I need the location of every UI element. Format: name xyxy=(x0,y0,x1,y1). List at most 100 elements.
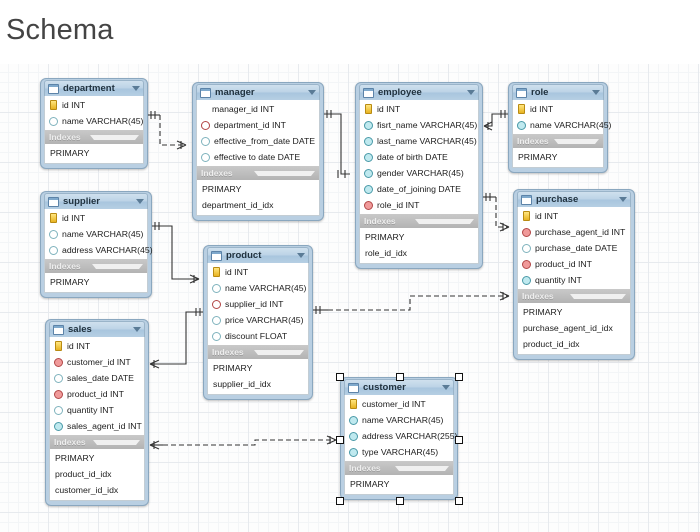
chevron-down-icon[interactable] xyxy=(554,138,599,144)
chevron-down-icon[interactable] xyxy=(136,199,144,204)
table-header-role[interactable]: role xyxy=(512,84,604,100)
indexes-section-header[interactable]: Indexes xyxy=(207,345,309,359)
chevron-down-icon[interactable] xyxy=(254,349,304,355)
column-row[interactable]: last_name VARCHAR(45) xyxy=(360,133,478,149)
selection-handle[interactable] xyxy=(455,497,463,505)
index-row[interactable]: product_id_idx xyxy=(518,336,630,352)
chevron-down-icon[interactable] xyxy=(442,385,450,390)
column-row[interactable]: id INT xyxy=(208,264,308,280)
column-row[interactable]: date_of_joining DATE xyxy=(360,181,478,197)
column-row[interactable]: sales_agent_id INT xyxy=(50,418,144,434)
column-row[interactable]: name VARCHAR(45) xyxy=(45,226,147,242)
column-row[interactable]: name VARCHAR(45) xyxy=(208,280,308,296)
column-row[interactable]: fisrt_name VARCHAR(45) xyxy=(360,117,478,133)
index-row[interactable]: customer_id_idx xyxy=(50,482,144,498)
column-row[interactable]: id INT xyxy=(360,101,478,117)
column-row[interactable]: id INT xyxy=(50,338,144,354)
table-header-department[interactable]: department xyxy=(44,80,144,96)
column-row[interactable]: purchase_date DATE xyxy=(518,240,630,256)
chevron-down-icon[interactable] xyxy=(297,253,305,258)
selection-handle[interactable] xyxy=(396,497,404,505)
column-row[interactable]: quantity INT xyxy=(518,272,630,288)
column-row[interactable]: address VARCHAR(255) xyxy=(345,428,457,444)
selection-handle[interactable] xyxy=(455,435,463,444)
column-row[interactable]: name VARCHAR(45) xyxy=(45,113,143,129)
column-row[interactable]: supplier_id INT xyxy=(208,296,308,312)
chevron-down-icon[interactable] xyxy=(395,465,449,471)
indexes-section-header[interactable]: Indexes xyxy=(44,130,144,144)
column-row[interactable]: role_id INT xyxy=(360,197,478,213)
column-row[interactable]: address VARCHAR(45) xyxy=(45,242,153,258)
selection-handle[interactable] xyxy=(336,497,344,505)
table-header-customer[interactable]: customer xyxy=(344,379,454,395)
chevron-down-icon[interactable] xyxy=(254,170,315,176)
indexes-section-header[interactable]: Indexes xyxy=(512,134,604,148)
index-row[interactable]: department_id_idx xyxy=(197,197,319,213)
column-row[interactable]: sales_date DATE xyxy=(50,370,144,386)
column-row[interactable]: department_id INT xyxy=(197,117,319,133)
index-row[interactable]: PRIMARY xyxy=(518,304,630,320)
index-row[interactable]: PRIMARY xyxy=(513,149,603,165)
column-row[interactable]: date of birth DATE xyxy=(360,149,478,165)
chevron-down-icon[interactable] xyxy=(570,293,626,299)
column-row[interactable]: price VARCHAR(45) xyxy=(208,312,308,328)
selection-handle[interactable] xyxy=(455,373,463,381)
table-header-employee[interactable]: employee xyxy=(359,84,479,100)
index-row[interactable]: PRIMARY xyxy=(45,274,147,290)
table-header-sales[interactable]: sales xyxy=(49,321,145,337)
column-row[interactable]: customer_id INT xyxy=(345,396,453,412)
chevron-down-icon[interactable] xyxy=(467,90,475,95)
chevron-down-icon[interactable] xyxy=(592,90,600,95)
selection-handle[interactable] xyxy=(336,435,344,444)
chevron-down-icon[interactable] xyxy=(92,263,143,269)
column-row[interactable]: manager_id INT xyxy=(197,101,319,117)
index-row[interactable]: supplier_id_idx xyxy=(208,376,308,392)
column-row[interactable]: customer_id INT xyxy=(50,354,144,370)
column-row[interactable]: gender VARCHAR(45) xyxy=(360,165,478,181)
column-row[interactable]: quantity INT xyxy=(50,402,144,418)
index-row[interactable]: purchase_agent_id_idx xyxy=(518,320,630,336)
column-row[interactable]: purchase_agent_id INT xyxy=(518,224,630,240)
column-row[interactable]: id INT xyxy=(513,101,603,117)
column-row[interactable]: discount FLOAT xyxy=(208,328,308,344)
column-row[interactable]: id INT xyxy=(518,208,630,224)
index-row[interactable]: PRIMARY xyxy=(208,360,308,376)
column-row[interactable]: effective to date DATE xyxy=(197,149,319,165)
chevron-down-icon[interactable] xyxy=(308,90,316,95)
index-row[interactable]: role_id_idx xyxy=(360,245,478,261)
indexes-section-header[interactable]: Indexes xyxy=(517,289,631,303)
index-row[interactable]: PRIMARY xyxy=(345,476,453,492)
index-row[interactable]: PRIMARY xyxy=(360,229,478,245)
chevron-down-icon[interactable] xyxy=(93,439,140,445)
table-header-purchase[interactable]: purchase xyxy=(517,191,631,207)
indexes-section-header[interactable]: Indexes xyxy=(359,214,479,228)
table-header-manager[interactable]: manager xyxy=(196,84,320,100)
index-row[interactable]: PRIMARY xyxy=(45,145,143,161)
chevron-down-icon[interactable] xyxy=(619,197,627,202)
column-row[interactable]: name VARCHAR(45) xyxy=(345,412,453,428)
column-row[interactable]: id INT xyxy=(45,210,147,226)
chevron-down-icon[interactable] xyxy=(415,218,474,224)
indexes-section-header[interactable]: Indexes xyxy=(196,166,320,180)
column-row[interactable]: name VARCHAR(45) xyxy=(513,117,611,133)
index-row[interactable]: product_id_idx xyxy=(50,466,144,482)
chevron-down-icon[interactable] xyxy=(132,86,140,91)
column-row[interactable]: product_id INT xyxy=(518,256,630,272)
chevron-down-icon[interactable] xyxy=(90,134,139,140)
index-row[interactable]: PRIMARY xyxy=(197,181,319,197)
indexes-section-header[interactable]: Indexes xyxy=(49,435,145,449)
index-row[interactable]: PRIMARY xyxy=(50,450,144,466)
column-row[interactable]: effective_from_date DATE xyxy=(197,133,319,149)
selection-handle[interactable] xyxy=(396,373,404,381)
chevron-down-icon[interactable] xyxy=(133,327,141,332)
indexes-section-header[interactable]: Indexes xyxy=(344,461,454,475)
